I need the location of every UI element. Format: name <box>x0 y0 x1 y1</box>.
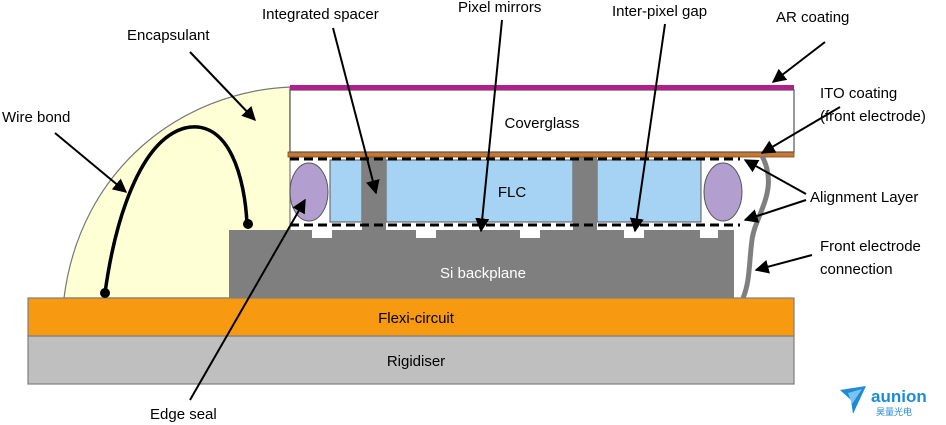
ito-coating <box>287 151 795 158</box>
flc-cell <box>385 159 574 223</box>
front-electrode-connection-wire <box>740 154 771 300</box>
pixel-mirror <box>700 230 718 238</box>
flexi-circuit-label: Flexi-circuit <box>378 310 455 327</box>
leader-alignment-layer-bottom <box>743 199 807 223</box>
leader-wire-bond <box>54 132 128 193</box>
leader-ito-coating <box>760 106 841 154</box>
pixel-mirror <box>312 230 332 238</box>
flc-cell <box>596 159 702 223</box>
pixel-mirror <box>624 230 644 238</box>
label-wire-bond: Wire bond <box>2 109 70 126</box>
leader-integrated-spacer <box>332 27 380 195</box>
integrated-spacer <box>573 157 597 232</box>
flc-cell <box>329 159 363 223</box>
label-edge-seal: Edge seal <box>150 406 217 423</box>
pixel-mirror <box>416 230 436 238</box>
edge-seal-right <box>703 162 743 222</box>
label-ito-coating-line1: ITO coating <box>820 85 897 102</box>
label-front-electrode-line2: connection <box>820 261 893 278</box>
label-encapsulant: Encapsulant <box>127 27 210 44</box>
ar-coating <box>290 85 794 90</box>
leader-edge-seal <box>189 198 306 401</box>
leader-pixel-mirrors <box>475 19 503 233</box>
coverglass-label: Coverglass <box>504 115 579 132</box>
leader-front-electrode <box>754 254 813 274</box>
aunion-logo-name: aunion <box>871 387 927 406</box>
label-front-electrode-line1: Front electrode <box>820 238 921 255</box>
label-pixel-mirrors: Pixel mirrors <box>458 0 541 16</box>
label-integrated-spacer: Integrated spacer <box>262 6 379 23</box>
coverglass <box>289 89 795 153</box>
rigidiser-label: Rigidiser <box>387 353 445 370</box>
wire-bond-contact <box>100 288 110 298</box>
label-ito-coating-line2: (front electrode) <box>820 108 926 125</box>
edge-seal-left <box>289 162 329 222</box>
wire-bond <box>103 125 249 294</box>
label-inter-pixel-gap: Inter-pixel gap <box>612 3 707 20</box>
aunion-logo: aunion 昊量光电 <box>840 386 927 417</box>
aunion-logo-subtitle: 昊量光电 <box>876 406 912 417</box>
si-backplane <box>229 230 734 298</box>
label-alignment-layer: Alignment Layer <box>810 189 918 206</box>
si-backplane-label: Si backplane <box>440 265 526 282</box>
leader-ar-coating <box>771 41 826 83</box>
integrated-spacer <box>362 157 386 232</box>
pixel-mirror <box>520 230 540 238</box>
pixel-mirrors <box>312 230 718 238</box>
leader-alignment-layer-top <box>743 159 807 195</box>
rigidiser-layer <box>27 335 795 385</box>
flc-label: FLC <box>498 184 527 201</box>
flexi-circuit-layer <box>27 297 795 337</box>
leader-lines <box>54 19 841 401</box>
leader-encapsulant <box>189 51 256 122</box>
label-ar-coating: AR coating <box>776 9 849 26</box>
wire-bond-contact <box>243 219 253 229</box>
aunion-logo-icon-wing <box>848 389 862 404</box>
leader-inter-pixel-gap <box>629 23 666 233</box>
